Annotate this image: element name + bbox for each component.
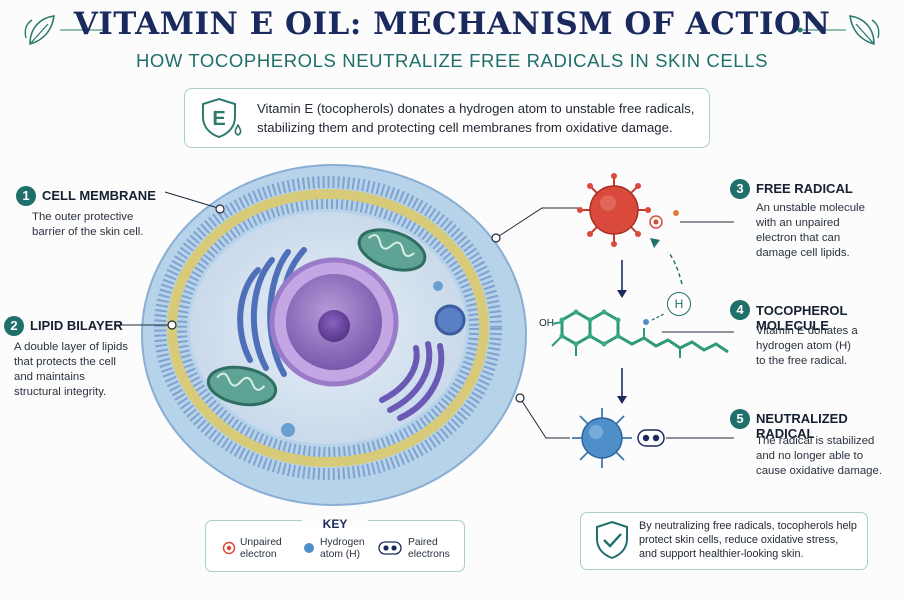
label-3-title: FREE RADICAL (756, 181, 853, 196)
paired-electrons-key-icon (378, 541, 402, 555)
page-title: VITAMIN E OIL: MECHANISM OF ACTION (73, 6, 831, 42)
summary-text: By neutralizing free radicals, tocophero… (639, 519, 863, 561)
leaf-icon-right (849, 15, 880, 46)
page-subtitle: HOW TOCOPHEROLS NEUTRALIZE FREE RADICALS… (135, 50, 769, 71)
key-title: KEY (322, 517, 348, 531)
summary-line: and support healthier-looking skin. (639, 548, 804, 560)
label-2-title: LIPID BILAYER (30, 318, 123, 333)
dashed-arrowhead (650, 238, 660, 248)
label-1-desc-line: barrier of the skin cell. (32, 226, 144, 238)
label-2-number: 2 (4, 316, 24, 336)
summary-box: By neutralizing free radicals, tocophero… (580, 512, 868, 570)
key-item-line: Paired (408, 537, 438, 548)
label-4-desc: Vitamin E donates a hydrogen atom (H) to… (756, 324, 858, 369)
title-divider-right (797, 27, 846, 33)
key-box: KEY Unpaired electron Hydrogen atom (H) … (205, 513, 465, 572)
label-5-desc: The radical is stabilized and no longer … (756, 434, 882, 479)
oh-label: OH (539, 318, 554, 329)
paired-electrons-icon (637, 429, 665, 447)
skin-cell-illustration (141, 164, 527, 506)
label-5-number: 5 (730, 409, 750, 429)
shield-e-icon: E (202, 97, 242, 139)
label-4-number: 4 (730, 300, 750, 320)
label-5-desc-line: and no longer able to (756, 450, 864, 462)
intro-line-1: Vitamin E (tocopherols) donates a hydrog… (257, 101, 695, 116)
neutralized-radical-molecule (572, 408, 665, 468)
label-5-desc-line: cause oxidative damage. (756, 465, 883, 477)
label-3-desc-line: damage cell lipids. (756, 247, 850, 259)
hydrogen-transfer-dots (643, 313, 665, 325)
label-2-desc-line: and maintains (14, 371, 85, 383)
key-item-line: Hydrogen (320, 537, 365, 548)
shield-letter: E (212, 108, 225, 130)
summary-line: By neutralizing free radicals, tocophero… (639, 520, 857, 532)
hydrogen-atom-key-icon (304, 543, 314, 553)
label-4-desc-line: hydrogen atom (H) (756, 340, 851, 352)
free-radical-molecule (577, 173, 679, 247)
label-5-desc-line: The radical is stabilized (756, 435, 875, 447)
mitochondrion-top (357, 228, 427, 272)
tocopherol-molecule (551, 309, 729, 358)
key-item-line: electrons (408, 549, 450, 560)
label-2-desc-line: that protects the cell (14, 356, 116, 368)
label-1-title: CELL MEMBRANE (42, 188, 156, 203)
label-1-number: 1 (16, 186, 36, 206)
nucleolus (318, 310, 350, 342)
label-5-title: NEUTRALIZED RADICAL (756, 411, 848, 441)
key-item-unpaired: Unpaired electron (240, 537, 282, 561)
leaf-icon-left (24, 15, 55, 46)
unpaired-electron-key-icon (222, 541, 236, 555)
hydrogen-atom-bubble: H (667, 292, 691, 316)
title-divider-left (60, 27, 109, 33)
reaction-arrows (617, 252, 683, 404)
golgi-apparatus (379, 341, 445, 421)
label-4-desc-line: Vitamin E donates a (756, 325, 858, 337)
label-3-number: 3 (730, 179, 750, 199)
shield-check-icon (596, 520, 628, 560)
intro-line-2: stabilizing them and protecting cell mem… (257, 120, 673, 135)
label-4-desc-line: to the free radical. (756, 355, 848, 367)
key-item-hydrogen: Hydrogen atom (H) (320, 537, 365, 561)
label-1-desc-line: The outer protective (32, 211, 134, 223)
label-3-desc-line: electron that can (756, 232, 841, 244)
intro-text: Vitamin E (tocopherols) donates a hydrog… (257, 99, 697, 137)
label-3-desc: An unstable molecule with an unpaired el… (756, 201, 865, 261)
label-1-desc: The outer protective barrier of the skin… (32, 210, 143, 240)
key-item-line: electron (240, 549, 277, 560)
label-3-desc-line: An unstable molecule (756, 202, 865, 214)
summary-line: protect skin cells, reduce oxidative str… (639, 534, 839, 546)
label-3-desc-line: with an unpaired (756, 217, 840, 229)
label-2-desc-line: structural integrity. (14, 386, 107, 398)
lipid-bilayer-inner (177, 199, 479, 457)
vesicle-small (281, 423, 295, 437)
lipid-bilayer-outer (154, 176, 502, 480)
mitochondrion-bottom (206, 365, 278, 407)
vesicle (434, 304, 466, 336)
key-item-paired: Paired electrons (408, 537, 450, 561)
vesicle-small-2 (433, 281, 443, 291)
label-2-desc: A double layer of lipids that protects t… (14, 340, 128, 400)
intro-box: E Vitamin E (tocopherols) donates a hydr… (184, 88, 710, 148)
key-item-line: Unpaired (240, 537, 282, 548)
label-4-title: TOCOPHEROL MOLECULE (756, 303, 848, 333)
label-2-desc-line: A double layer of lipids (14, 341, 128, 353)
key-item-line: atom (H) (320, 549, 361, 560)
